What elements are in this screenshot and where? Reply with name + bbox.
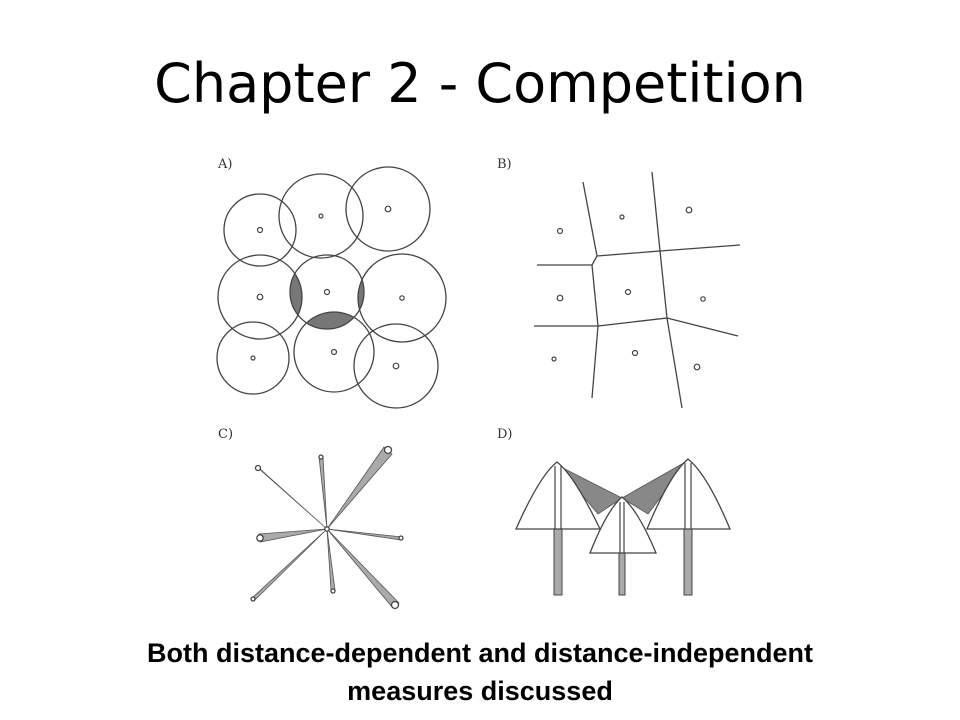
zone-circle bbox=[353, 323, 439, 409]
tree-point bbox=[318, 213, 324, 219]
crown-center bbox=[589, 496, 657, 554]
tree-point bbox=[685, 206, 693, 214]
tree-point bbox=[256, 226, 264, 234]
subject-tree-point bbox=[324, 526, 330, 532]
spoke bbox=[318, 456, 328, 530]
tree-point bbox=[700, 296, 706, 302]
tree-point bbox=[330, 348, 338, 356]
caption-line-1: Both distance-dependent and distance-ind… bbox=[146, 638, 814, 668]
zone-circle bbox=[216, 321, 290, 395]
zone-circle bbox=[289, 254, 365, 330]
tree-point bbox=[384, 205, 392, 213]
stem-left bbox=[553, 528, 563, 596]
tree-point bbox=[551, 356, 557, 362]
spoke bbox=[326, 528, 403, 541]
spoke bbox=[326, 446, 393, 530]
neighbour-point bbox=[383, 445, 393, 455]
zone-circle bbox=[293, 311, 375, 393]
tree-point bbox=[556, 294, 564, 302]
overlap-shading bbox=[290, 255, 364, 329]
neighbour-point bbox=[254, 464, 262, 472]
polygon-edge bbox=[666, 317, 739, 337]
panel-d-label: D) bbox=[497, 427, 513, 442]
tree-point bbox=[624, 288, 632, 296]
neighbour-point bbox=[318, 454, 324, 460]
crown-left bbox=[514, 461, 602, 530]
panel-c-label: C) bbox=[218, 427, 233, 442]
spoke bbox=[326, 528, 400, 608]
tree-point bbox=[399, 295, 405, 301]
panel-d-crown-profiles: D) bbox=[497, 427, 731, 596]
slide-title: Chapter 2 - Competition bbox=[154, 52, 806, 115]
neighbour-point bbox=[390, 600, 400, 610]
tree-point bbox=[250, 355, 256, 361]
tree-point bbox=[323, 288, 331, 296]
polygon-edge bbox=[659, 244, 741, 252]
panel-a-label: A) bbox=[217, 157, 232, 172]
polygon-edge bbox=[666, 317, 683, 409]
tree-point bbox=[619, 214, 625, 220]
neighbour-point bbox=[250, 596, 256, 602]
zone-circle bbox=[223, 193, 297, 267]
neighbour-point bbox=[330, 588, 336, 594]
tree-point bbox=[556, 227, 564, 235]
spoke bbox=[256, 466, 328, 530]
zone-circle bbox=[278, 173, 364, 259]
crown-right bbox=[646, 458, 731, 530]
spoke bbox=[258, 528, 328, 543]
caption-line-2: measures discussed bbox=[347, 676, 613, 706]
polygon-edge bbox=[591, 325, 599, 399]
panel-a-zone-of-influence: A) bbox=[216, 157, 447, 409]
panel-c-neighbour-spokes: C) bbox=[218, 427, 404, 610]
tree-point bbox=[392, 362, 400, 370]
competition-diagram-svg: A) B bbox=[216, 157, 741, 610]
zone-circle bbox=[357, 253, 447, 343]
zone-circle bbox=[217, 254, 303, 340]
zone-circle bbox=[345, 166, 431, 252]
polygon-edge bbox=[651, 171, 661, 252]
center-polygon bbox=[591, 250, 668, 327]
tree-point bbox=[631, 349, 639, 357]
neighbour-point bbox=[398, 535, 404, 541]
tree-point bbox=[256, 293, 264, 301]
tree-point bbox=[693, 363, 701, 371]
polygon-edge bbox=[582, 181, 598, 257]
stem-center bbox=[618, 552, 626, 596]
slide-caption: Both distance-dependent and distance-ind… bbox=[40, 634, 920, 710]
competition-figure: A) B bbox=[200, 140, 760, 620]
stem-right bbox=[683, 528, 693, 596]
spoke bbox=[326, 528, 336, 591]
neighbour-point bbox=[256, 534, 264, 542]
panel-b-label: B) bbox=[497, 157, 512, 172]
panel-b-polygon-tessellation: B) bbox=[497, 157, 741, 409]
